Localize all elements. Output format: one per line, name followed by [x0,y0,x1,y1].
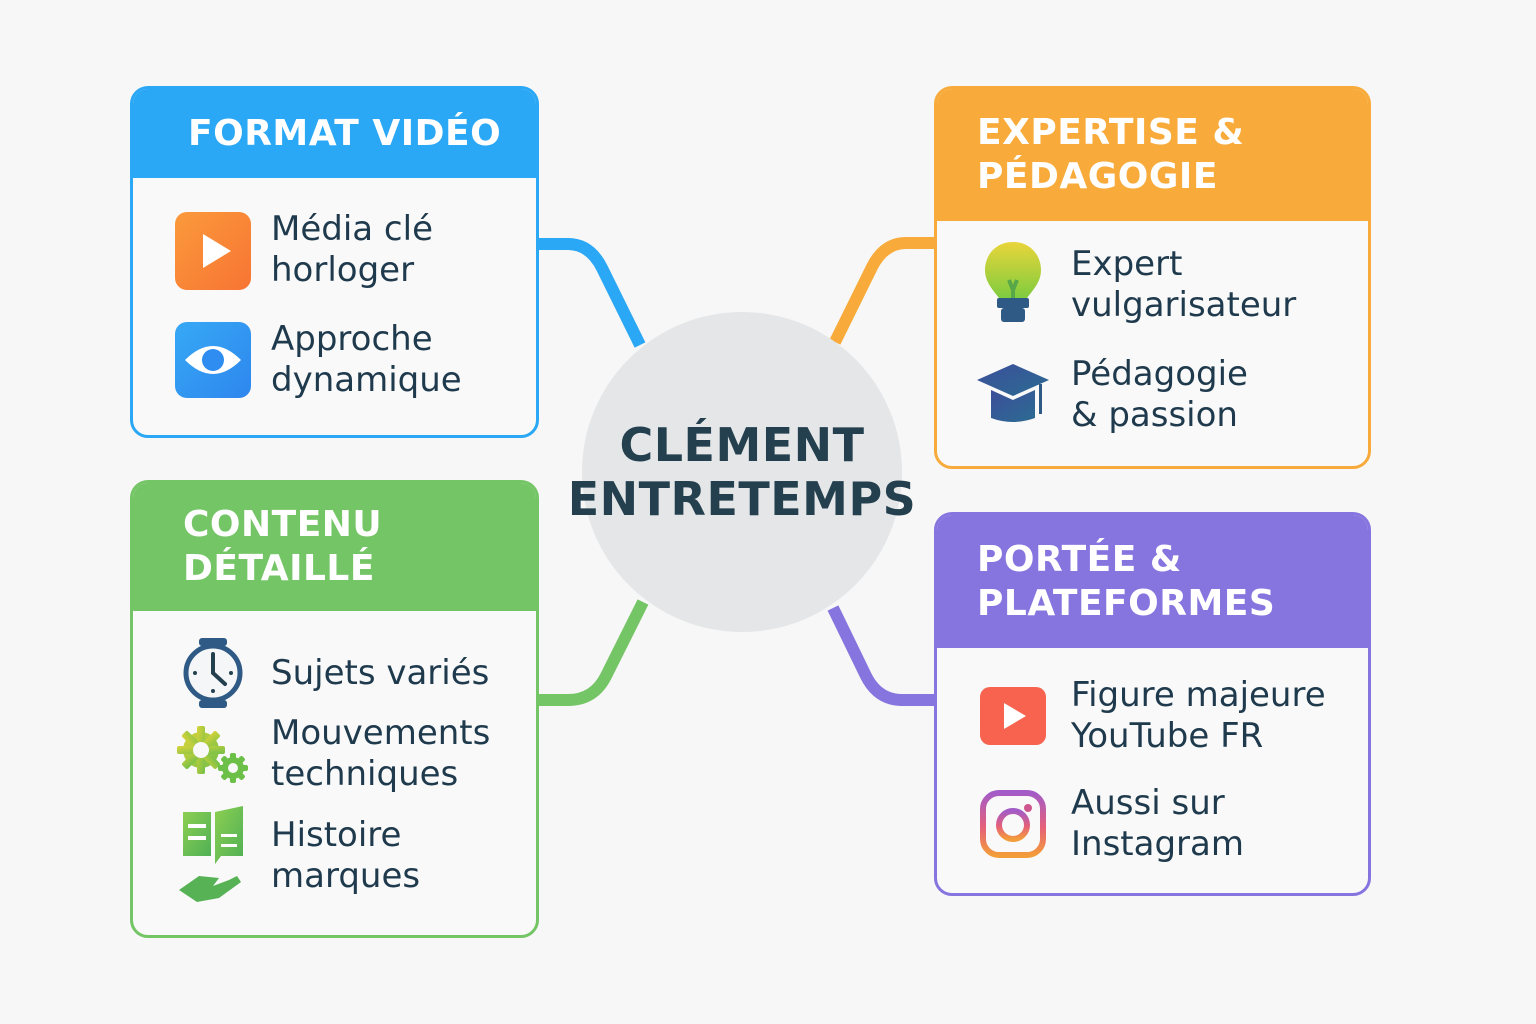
branch-card-portee-plateformes: PORTÉE & PLATEFORMES Figure majeure YouT… [934,512,1371,896]
connector-expertise [829,237,935,345]
branch-card-expertise: EXPERTISE & PÉDAGOGIE Expert vulgarisate… [934,86,1371,469]
play-icon [173,210,253,290]
lightbulb-icon [973,242,1053,325]
list-item: Média clé horloger [173,209,433,291]
connector-portee [827,605,935,706]
list-item: Pédagogie & passion [973,354,1248,436]
list-item: Expert vulgarisateur [973,242,1296,326]
central-topic-line1: CLÉMENT [619,418,865,472]
branch-title: CONTENU DÉTAILLÉ [133,483,536,611]
list-item: Aussi sur Instagram [973,783,1244,865]
gears-icon [173,714,253,794]
list-item: Figure majeure YouTube FR [973,675,1326,757]
connector-contenu [538,599,649,706]
instagram-icon [973,784,1053,864]
list-item: Mouvements techniques [173,713,490,795]
central-topic-node: CLÉMENT ENTRETEMPS [568,312,916,632]
list-item: Approche dynamique [173,319,462,401]
list-item: Sujets variés [173,633,489,713]
central-topic-line2: ENTRETEMPS [567,472,917,526]
watch-icon [173,633,253,713]
youtube-icon [973,676,1053,756]
eye-icon [173,320,253,400]
branch-card-contenu-detaille: CONTENU DÉTAILLÉ Sujets variés [130,480,539,938]
branch-title: EXPERTISE & PÉDAGOGIE [937,89,1368,221]
graduation-cap-icon [973,355,1053,435]
book-hand-icon [173,806,253,902]
branch-title: PORTÉE & PLATEFORMES [937,515,1368,648]
branch-title: FORMAT VIDÉO [133,89,536,178]
connector-video [538,238,646,348]
list-item: Histoire marques [173,806,420,902]
branch-card-format-video: FORMAT VIDÉO Média clé horloger [130,86,539,438]
